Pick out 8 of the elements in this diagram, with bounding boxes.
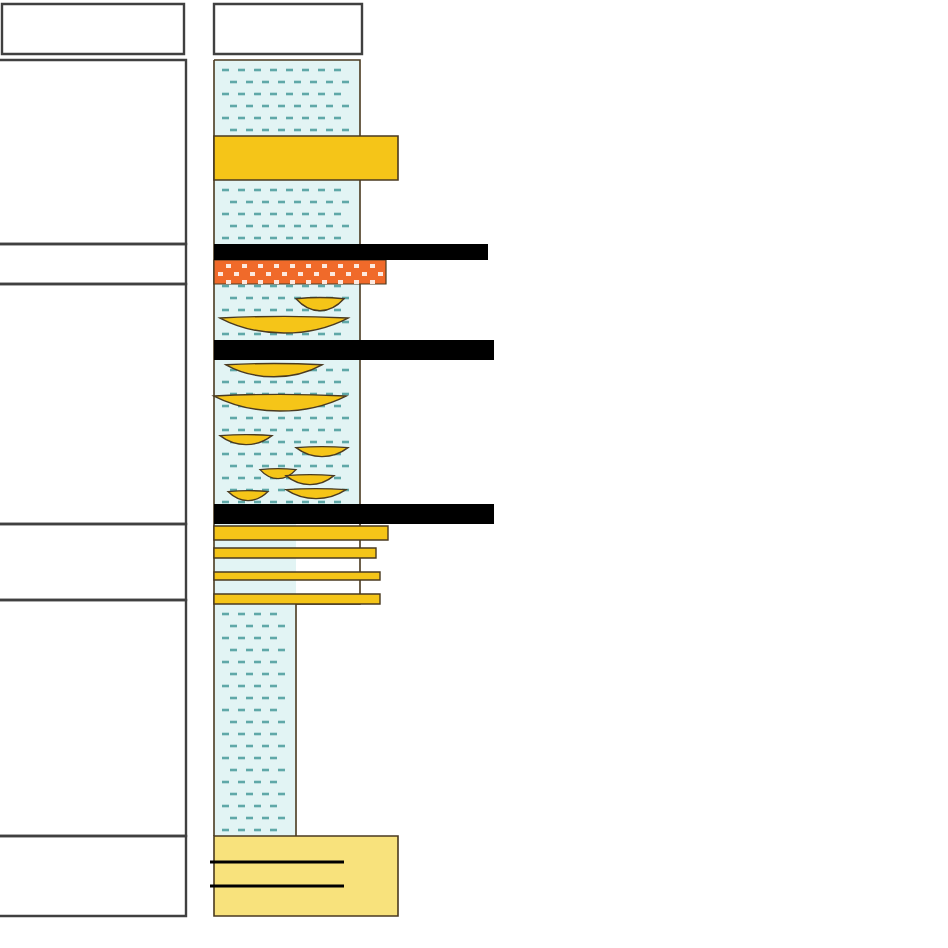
column-box <box>0 834 188 918</box>
column-box <box>0 598 188 838</box>
column-box <box>0 522 188 602</box>
column-box <box>0 2 186 56</box>
column-box <box>0 282 188 526</box>
column-box <box>212 2 364 56</box>
column-box <box>0 242 188 286</box>
column-box <box>0 58 188 246</box>
